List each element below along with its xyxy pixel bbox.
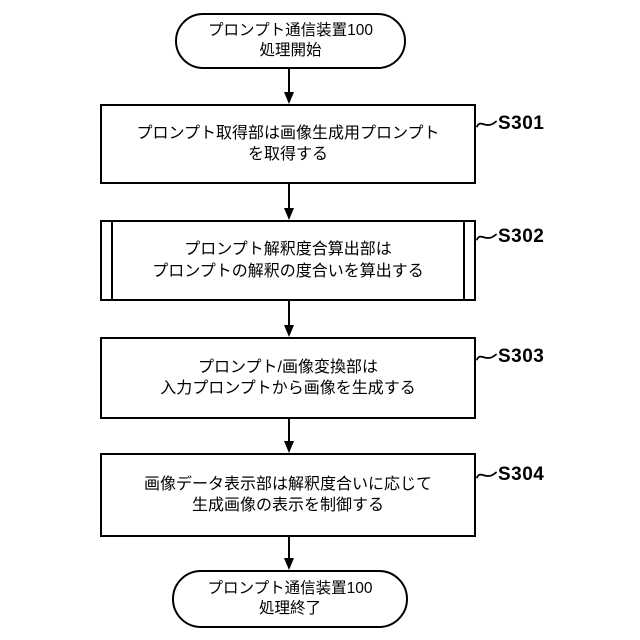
step-label-s304-text: S304 bbox=[498, 464, 545, 485]
flow-arrow-line bbox=[288, 537, 290, 559]
tilde-connector-icon bbox=[476, 353, 497, 361]
end-terminal: プロンプト通信装置100 処理終了 bbox=[172, 570, 408, 628]
process-box-s301-line2: を取得する bbox=[247, 146, 328, 163]
process-box-s304-line2: 生成画像の表示を制御する bbox=[191, 497, 384, 514]
tilde-connector-icon bbox=[476, 471, 497, 479]
process-box-s302-line1: プロンプト解釈度合算出部は bbox=[184, 241, 392, 258]
flow-arrowhead-icon bbox=[283, 92, 294, 104]
process-box-s302-line2: プロンプトの解釈の度合いを算出する bbox=[152, 262, 424, 280]
step-label-s302-text: S302 bbox=[498, 226, 545, 247]
end-terminal-line2: 処理終了 bbox=[258, 600, 321, 617]
flow-arrow-line bbox=[288, 184, 290, 209]
start-terminal-line1: プロンプト通信装置100 bbox=[208, 22, 373, 39]
tilde-connector-icon bbox=[476, 120, 497, 128]
process-box-s303-line1: プロンプト/画像変換部は bbox=[198, 358, 378, 376]
predefined-process-box-s302: プロンプト解釈度合算出部は プロンプトの解釈の度合いを算出する bbox=[100, 220, 476, 301]
flow-arrowhead-icon bbox=[283, 441, 294, 453]
process-box-s301: プロンプト取得部は画像生成用プロンプト を取得する bbox=[100, 104, 476, 184]
process-box-s303-line2: 入力プロンプトから画像を生成する bbox=[160, 380, 416, 397]
flow-arrowhead-icon bbox=[283, 325, 294, 337]
flow-arrowhead-icon bbox=[283, 558, 294, 570]
step-label-s304: S304 bbox=[476, 463, 544, 487]
flow-arrowhead-icon bbox=[283, 208, 294, 220]
step-label-s302: S302 bbox=[476, 225, 544, 249]
end-terminal-line1: プロンプト通信装置100 bbox=[207, 580, 373, 597]
process-box-s304: 画像データ表示部は解釈度合いに応じて 生成画像の表示を制御する bbox=[100, 453, 476, 537]
step-label-s303: S303 bbox=[476, 345, 544, 369]
step-label-s301: S301 bbox=[476, 112, 544, 136]
process-box-s304-line1: 画像データ表示部は解釈度合いに応じて bbox=[143, 475, 432, 493]
predefined-process-inner-line-right bbox=[463, 222, 465, 299]
start-terminal: プロンプト通信装置100 処理開始 bbox=[175, 13, 406, 69]
start-terminal-line2: 処理開始 bbox=[259, 42, 322, 59]
flow-arrow-line bbox=[288, 69, 290, 93]
process-box-s303: プロンプト/画像変換部は 入力プロンプトから画像を生成する bbox=[100, 337, 476, 419]
flow-arrow-line bbox=[288, 301, 290, 326]
step-label-s301-text: S301 bbox=[498, 113, 545, 134]
predefined-process-inner-line-left bbox=[111, 222, 113, 299]
step-label-s303-text: S303 bbox=[498, 346, 545, 367]
tilde-connector-icon bbox=[476, 233, 497, 241]
flow-arrow-line bbox=[288, 419, 290, 442]
process-box-s301-line1: プロンプト取得部は画像生成用プロンプト bbox=[136, 124, 440, 142]
